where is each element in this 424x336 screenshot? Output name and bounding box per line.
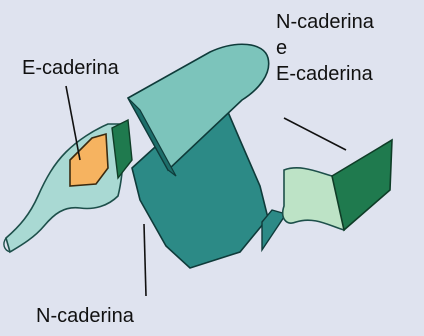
label-e-cadherin: E-caderina bbox=[22, 57, 120, 79]
label-n-cadherin: N-caderina bbox=[36, 305, 135, 327]
leader-n-and-e-cadherin bbox=[284, 118, 346, 150]
label-n-and-e-line2: e bbox=[276, 37, 287, 59]
leader-n-cadherin bbox=[144, 224, 146, 296]
label-n-and-e-line3: E-caderina bbox=[276, 63, 374, 85]
right-membrane-dark-edge bbox=[332, 140, 392, 230]
label-n-and-e-line1: N-caderina bbox=[276, 11, 375, 33]
